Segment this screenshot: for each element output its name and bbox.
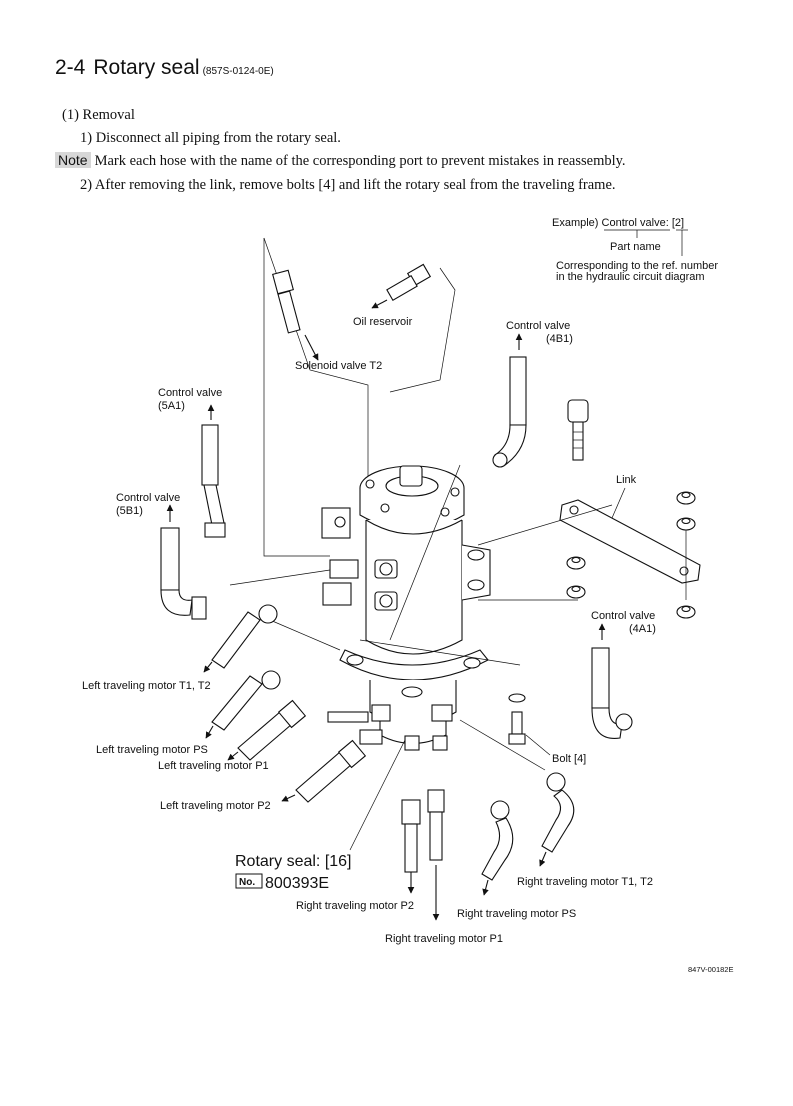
label-link: Link: [616, 474, 637, 486]
label-solenoid-valve-t2: Solenoid valve T2: [295, 360, 382, 372]
hose-control-valve-4a1: [591, 647, 633, 739]
rotary-seal-body: [321, 465, 491, 751]
hose-right-p1: [427, 789, 445, 921]
note-tag: Note: [55, 152, 91, 168]
no-badge: No.: [239, 877, 255, 888]
legend-ref-line1: Corresponding to the ref. number: [556, 260, 718, 272]
legend-example: Example) Control valve: [2]: [552, 217, 684, 229]
hose-control-valve-4b1: [492, 356, 527, 468]
label-control-valve-5a1: Control valve: [158, 387, 222, 399]
hose-left-t1-t2: [203, 604, 278, 673]
label-rotary-seal: Rotary seal: [16]: [235, 853, 352, 870]
label-left-t1-t2: Left traveling motor T1, T2: [82, 680, 211, 692]
label-port-4b1: (4B1): [546, 333, 573, 345]
label-right-ps: Right traveling motor PS: [457, 908, 576, 920]
label-part-number: 800393E: [265, 875, 329, 892]
label-left-p1: Left traveling motor P1: [158, 760, 269, 772]
label-port-5b1: (5B1): [116, 505, 143, 517]
step-2: 2) After removing the link, remove bolts…: [80, 177, 616, 193]
link-bolt: [567, 399, 589, 461]
label-control-valve-5b1: Control valve: [116, 492, 180, 504]
label-port-4a1: (4A1): [629, 623, 656, 635]
hose-left-p1: [227, 699, 307, 761]
label-right-p2: Right traveling motor P2: [296, 900, 414, 912]
legend-ref-line2: in the hydraulic circuit diagram: [556, 271, 705, 283]
step-1: 1) Disconnect all piping from the rotary…: [80, 130, 341, 146]
hose-right-ps: [481, 800, 514, 896]
note-text: Mark each hose with the name of the corr…: [94, 153, 626, 169]
label-control-valve-4b1: Control valve: [506, 320, 570, 332]
label-right-t1-t2: Right traveling motor T1, T2: [517, 876, 653, 888]
legend-part-name: Part name: [610, 241, 661, 253]
removal-heading: (1) Removal: [62, 107, 135, 123]
nuts-right: [566, 491, 696, 619]
label-port-5a1: (5A1): [158, 400, 185, 412]
label-right-p1: Right traveling motor P1: [385, 933, 503, 945]
link-bar: [559, 499, 701, 584]
hose-control-valve-5b1: [160, 527, 207, 620]
hose-left-p2: [281, 739, 367, 803]
section-number: 2-4: [55, 56, 86, 79]
hose-right-p2: [401, 799, 421, 894]
hose-control-valve-5a1: [201, 424, 226, 538]
legend: Example) Control valve: [2] Part name Co…: [552, 217, 718, 283]
section-heading: 2-4 Rotary seal(857S-0124-0E): [55, 56, 274, 80]
label-oil-reservoir: Oil reservoir: [353, 316, 413, 328]
label-left-ps: Left traveling motor PS: [96, 744, 208, 756]
hose-right-t1-t2: [539, 772, 575, 867]
figure-code: 847V-00182E: [688, 965, 733, 974]
bolt-4: [508, 693, 526, 745]
no-badge-box: [235, 873, 263, 889]
hose-oil-reservoir: [371, 263, 432, 309]
section-title: Rotary seal: [93, 56, 200, 79]
hose-solenoid-valve-t2: [272, 269, 319, 361]
label-bolt-4: Bolt [4]: [552, 753, 586, 765]
label-left-p2: Left traveling motor P2: [160, 800, 271, 812]
hose-left-ps: [205, 670, 281, 739]
label-control-valve-4a1: Control valve: [591, 610, 655, 622]
section-code: (857S-0124-0E): [202, 66, 274, 77]
